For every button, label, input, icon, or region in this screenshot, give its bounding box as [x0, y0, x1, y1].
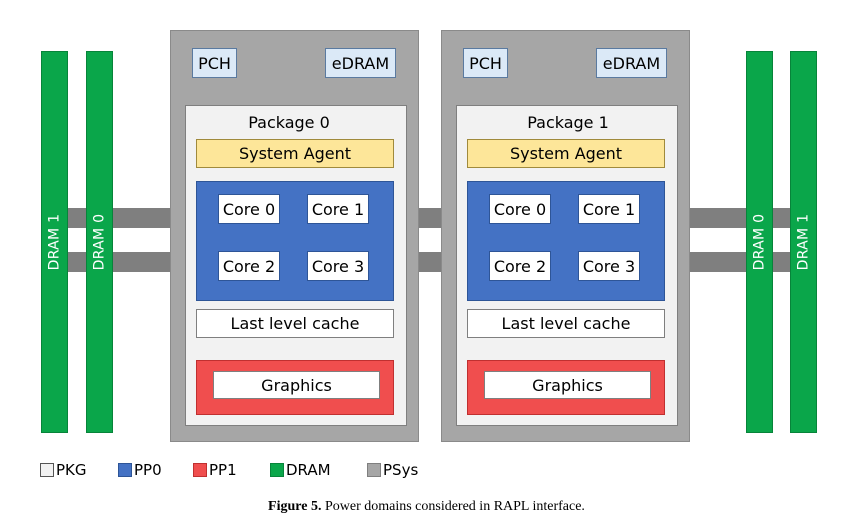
legend-label: PP0 — [134, 461, 162, 479]
edram-block: eDRAM — [596, 48, 667, 78]
pp1-graphics-domain: Graphics — [467, 360, 665, 415]
legend-label: PKG — [56, 461, 87, 479]
system-agent-block: System Agent — [196, 139, 394, 168]
graphics-block: Graphics — [484, 371, 651, 399]
core-block: Core 3 — [307, 251, 369, 281]
edram-block: eDRAM — [325, 48, 396, 78]
dram-module-right-outer: DRAM 1 — [790, 51, 817, 433]
legend-label: PSys — [383, 461, 419, 479]
package-box: Package 1 System Agent Core 0 Core 1 Cor… — [456, 105, 678, 426]
core-block: Core 0 — [218, 194, 280, 224]
dram-label: DRAM 1 — [795, 213, 812, 271]
pp0-core-domain: Core 0 Core 1 Core 2 Core 3 — [467, 181, 665, 301]
core-block: Core 2 — [218, 251, 280, 281]
last-level-cache-block: Last level cache — [467, 309, 665, 338]
last-level-cache-block: Last level cache — [196, 309, 394, 338]
pch-block: PCH — [463, 48, 508, 78]
legend-swatch — [118, 463, 132, 477]
graphics-block: Graphics — [213, 371, 380, 399]
core-block: Core 1 — [307, 194, 369, 224]
figure-caption-label: Figure 5. — [268, 499, 322, 514]
interconnect-bus-lower — [418, 252, 442, 272]
figure-caption-text: Power domains considered in RAPL interfa… — [321, 499, 585, 514]
pch-block: PCH — [192, 48, 237, 78]
legend-item-dram: DRAM — [270, 461, 331, 479]
legend-label: PP1 — [209, 461, 237, 479]
legend-swatch — [367, 463, 381, 477]
package-title: Package 1 — [527, 112, 609, 132]
dram-label: DRAM 0 — [91, 213, 108, 271]
dram-module-left-inner: DRAM 0 — [86, 51, 113, 433]
legend-item-pkg: PKG — [40, 461, 87, 479]
package-title: Package 0 — [248, 112, 330, 132]
dram-module-left-outer: DRAM 1 — [41, 51, 68, 433]
interconnect-bus-upper — [418, 208, 442, 228]
core-block: Core 0 — [489, 194, 551, 224]
system-agent-block: System Agent — [467, 139, 665, 168]
dram-label: DRAM 0 — [751, 213, 768, 271]
legend-item-pp0: PP0 — [118, 461, 162, 479]
psys-box-package-1: PCH eDRAM Package 1 System Agent Core 0 … — [441, 30, 690, 442]
legend-label: DRAM — [286, 461, 331, 479]
core-block: Core 1 — [578, 194, 640, 224]
legend-swatch — [193, 463, 207, 477]
figure-caption: Figure 5. Power domains considered in RA… — [0, 499, 853, 515]
psys-box-package-0: PCH eDRAM Package 0 System Agent Core 0 … — [170, 30, 419, 442]
dram-label: DRAM 1 — [46, 213, 63, 271]
dram-module-right-inner: DRAM 0 — [746, 51, 773, 433]
pp0-core-domain: Core 0 Core 1 Core 2 Core 3 — [196, 181, 394, 301]
pp1-graphics-domain: Graphics — [196, 360, 394, 415]
package-box: Package 0 System Agent Core 0 Core 1 Cor… — [185, 105, 407, 426]
legend-item-psys: PSys — [367, 461, 418, 479]
legend-swatch — [40, 463, 54, 477]
core-block: Core 2 — [489, 251, 551, 281]
legend-item-pp1: PP1 — [193, 461, 237, 479]
core-block: Core 3 — [578, 251, 640, 281]
legend-swatch — [270, 463, 284, 477]
